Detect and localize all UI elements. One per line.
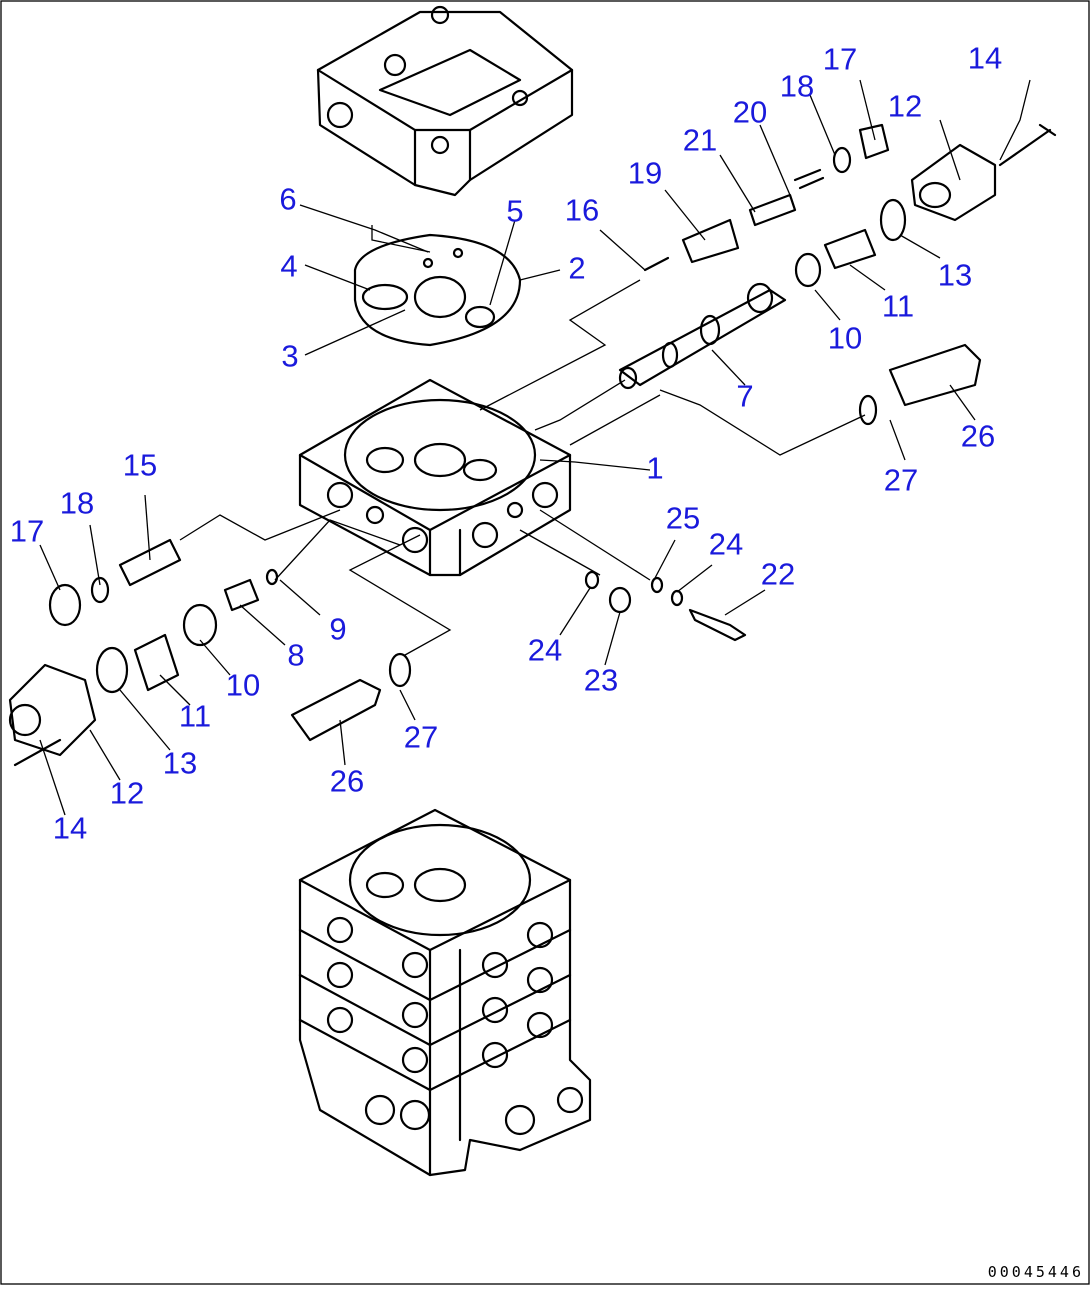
callout-23: 23 <box>583 662 619 698</box>
top-cover-plate <box>316 5 574 197</box>
callout-17-right: 17 <box>822 41 858 77</box>
callout-6: 6 <box>279 181 297 217</box>
callout-18-left: 18 <box>59 485 95 521</box>
callout-25: 25 <box>665 500 701 536</box>
callout-2: 2 <box>568 250 586 286</box>
callout-24-left: 24 <box>527 632 563 668</box>
callout-12-left: 12 <box>109 775 145 811</box>
callout-8: 8 <box>287 637 305 673</box>
callout-7: 7 <box>736 378 754 414</box>
callout-11-left: 11 <box>178 698 212 734</box>
callout-9: 9 <box>329 611 347 647</box>
callout-16: 16 <box>564 192 600 228</box>
callout-26-right: 26 <box>960 418 996 454</box>
callout-24-right: 24 <box>708 526 744 562</box>
callout-13-left: 13 <box>162 745 198 781</box>
document-number: 00045446 <box>987 1263 1084 1281</box>
callout-4: 4 <box>280 248 298 284</box>
spool-part <box>618 282 787 390</box>
callout-21: 21 <box>682 122 718 158</box>
callout-10-left: 10 <box>225 667 261 703</box>
right-side-parts <box>643 123 1057 426</box>
small-parts <box>584 570 747 642</box>
left-side-parts <box>8 538 412 767</box>
callout-27-left: 27 <box>403 719 439 755</box>
stacked-valve-assembly <box>298 808 592 1177</box>
leader-lines <box>39 79 1031 816</box>
callout-14-right: 14 <box>967 40 1003 76</box>
callout-26-left: 26 <box>329 763 365 799</box>
callout-22: 22 <box>760 556 796 592</box>
callout-19: 19 <box>627 155 663 191</box>
callout-3: 3 <box>281 338 299 374</box>
callout-1: 1 <box>646 450 664 486</box>
valve-body-section <box>298 378 572 577</box>
callout-10-right: 10 <box>827 320 863 356</box>
callout-13-right: 13 <box>937 257 973 293</box>
callout-12-right: 12 <box>887 88 923 124</box>
callout-14-left: 14 <box>52 810 88 846</box>
callout-15: 15 <box>122 447 158 483</box>
callout-5: 5 <box>506 193 524 229</box>
callout-11-right: 11 <box>881 288 915 324</box>
callout-20: 20 <box>732 94 768 130</box>
gasket-plate <box>353 225 522 347</box>
callout-18-right: 18 <box>779 68 815 104</box>
callout-27-right: 27 <box>883 462 919 498</box>
callout-17-left: 17 <box>9 513 45 549</box>
